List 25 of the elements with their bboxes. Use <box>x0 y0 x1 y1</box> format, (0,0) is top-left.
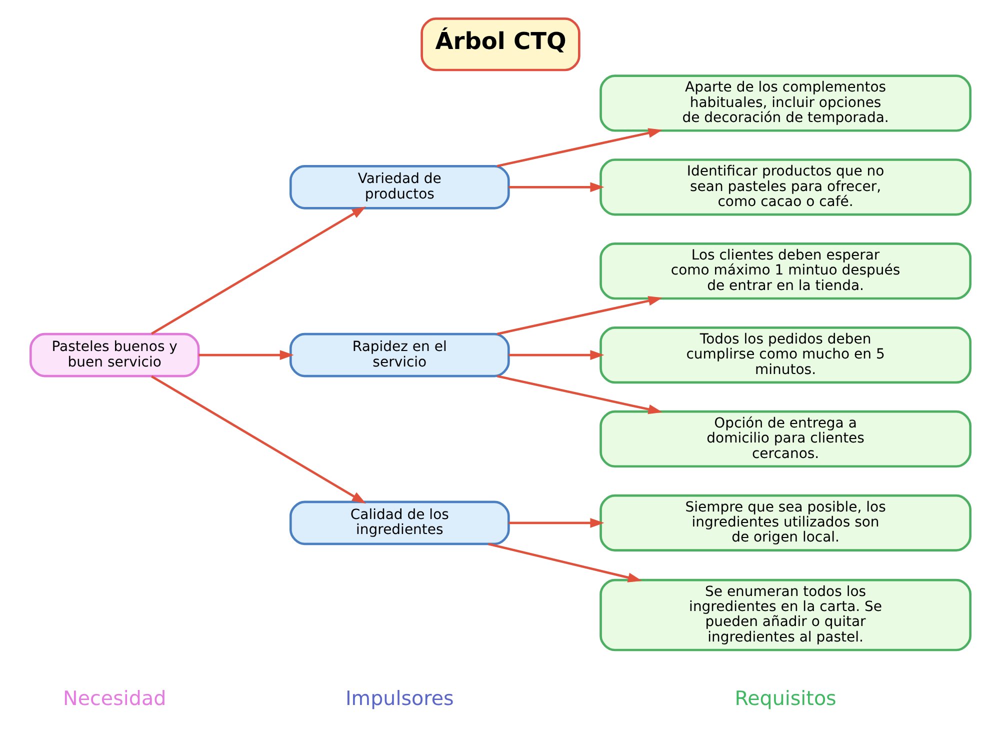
arrow <box>508 518 604 528</box>
arrow <box>150 206 366 335</box>
node-box: Todos los pedidos deben cumplirse como mucho en 5 minutos. <box>599 326 971 384</box>
arrow <box>496 375 662 414</box>
label: Necesidad <box>62 686 166 710</box>
node-box: Aparte de los complementos habituales, incluir opciones de decoración de temporada. <box>599 74 971 132</box>
node-box: Opción de entrega a domicilio para clientes cercanos. <box>599 410 971 468</box>
node-box: Calidad de los ingredientes <box>288 500 510 546</box>
node-box: Variedad de productos <box>288 165 510 210</box>
node-box: Siempre que sea posible, los ingredientes utilizados son de origen local. <box>599 494 971 552</box>
node-box: Se enumeran todos los ingredientes en la carta. Se pueden añadir o quitar ingredientes al pastel. <box>599 578 971 652</box>
label: Requisitos <box>734 686 836 710</box>
label: Impulsores <box>344 686 454 710</box>
node-box: Identificar productos que no sean pasteles para ofrecer, como cacao o café. <box>599 158 971 216</box>
arrow <box>508 182 604 192</box>
arrow <box>150 375 366 504</box>
node-box: Pasteles buenos y buen servicio <box>29 332 200 378</box>
diagram-title: Árbol CTQ <box>434 28 566 56</box>
arrow <box>496 128 662 168</box>
arrow <box>198 350 294 360</box>
node-box: Rapidez en el servicio <box>288 332 510 378</box>
arrow <box>488 542 642 582</box>
arrow <box>496 296 662 336</box>
arrow <box>508 350 604 360</box>
node-box: Los clientes deben esperar como máximo 1 mintuo después de entrar en la tienda. <box>599 242 971 300</box>
